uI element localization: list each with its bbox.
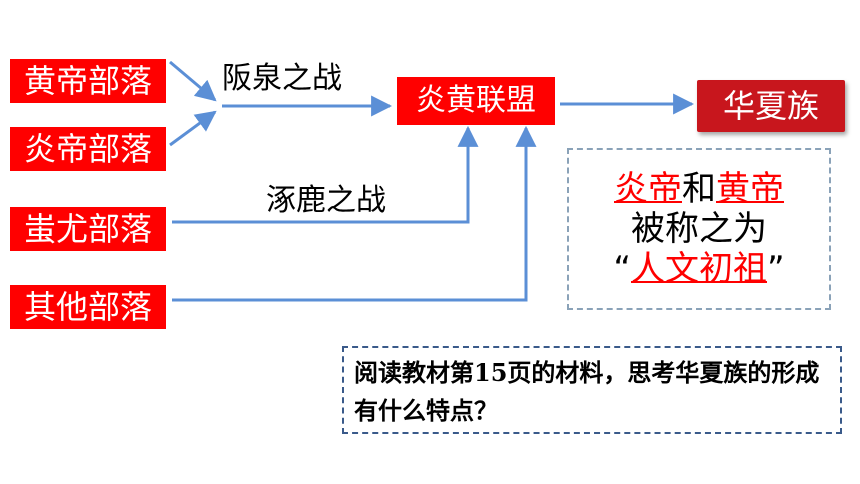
note-yandi: 炎帝 (614, 168, 682, 209)
arrow-others-to-alliance (172, 125, 537, 302)
ancestors-note-box: 炎帝和黄帝 被称之为 “人文初祖” (567, 148, 831, 310)
huaxia-nation-label: 华夏族 (722, 87, 819, 125)
other-tribes-box: 其他部落 (10, 285, 166, 329)
note-line-3: “人文初祖” (613, 249, 784, 289)
arrow-huangdi-to-merge (169, 60, 217, 102)
note-line-1: 炎帝和黄帝 (614, 169, 784, 209)
note-huangdi: 黄帝 (716, 168, 784, 209)
huangdi-tribe-box: 黄帝部落 (10, 59, 166, 103)
note-title: 人文初祖 (631, 249, 767, 290)
note-line-2: 被称之为 (631, 208, 767, 249)
battle-of-banquan-label: 阪泉之战 (222, 61, 342, 96)
other-tribes-label: 其他部落 (23, 288, 152, 326)
yanhuang-alliance-box: 炎黄联盟 (397, 77, 555, 125)
note-quote-open: “ (613, 249, 631, 290)
arrow-chiyou-to-alliance (172, 125, 479, 224)
huangdi-tribe-label: 黄帝部落 (23, 62, 152, 100)
huaxia-nation-box: 华夏族 (697, 80, 845, 132)
note-quote-close: ” (767, 249, 785, 290)
note-and: 和 (682, 168, 716, 209)
arrow-yandi-to-merge (169, 110, 217, 147)
yandi-tribe-label: 炎帝部落 (23, 130, 152, 168)
chiyou-tribe-label: 蚩尤部落 (23, 210, 152, 248)
battle-of-zhuolu-label: 涿鹿之战 (266, 183, 386, 218)
yanhuang-alliance-label: 炎黄联盟 (416, 83, 536, 118)
yandi-tribe-box: 炎帝部落 (10, 127, 166, 171)
chiyou-tribe-box: 蚩尤部落 (10, 207, 166, 251)
discussion-question-box: 阅读教材第15页的材料，思考华夏族的形成有什么特点？ (342, 346, 842, 434)
